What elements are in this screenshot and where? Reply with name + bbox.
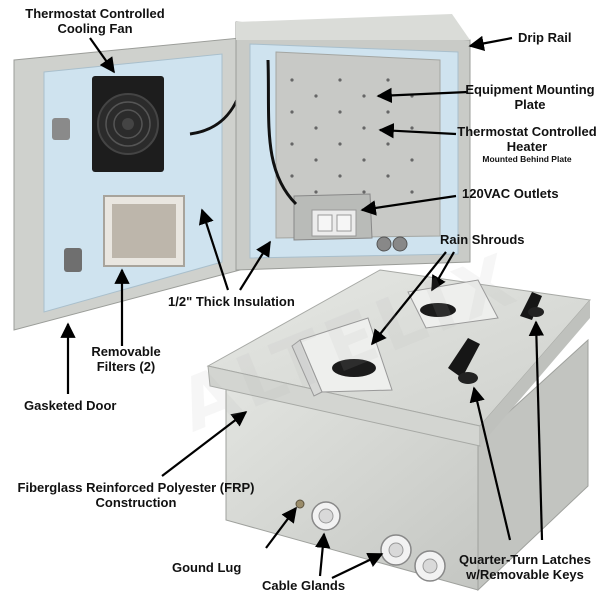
label-heater-note: Mounted Behind Plate (482, 154, 572, 164)
plate-hole (410, 190, 414, 194)
label-cable-glands: Cable Glands (262, 578, 346, 593)
label-gasketed-door: Gasketed Door (24, 398, 117, 413)
open-enclosure (13, 14, 471, 331)
arrow-latch-1 (469, 386, 512, 541)
enclosure-top (236, 14, 470, 40)
arrow-frp (161, 411, 248, 477)
plate-hole (314, 94, 318, 98)
arrow-drip-rail (468, 35, 513, 51)
gland-inside-1 (376, 236, 392, 252)
label-frp: Fiberglass Reinforced Polyester (FRP) Co… (17, 480, 255, 510)
plate-hole (410, 158, 414, 162)
latch-front (448, 338, 480, 384)
rain-shroud-front (291, 317, 393, 397)
label-cooling-fan: Thermostat Controlled Cooling Fan (25, 6, 165, 36)
plate-hole (386, 142, 390, 146)
arrow-latch-2 (528, 320, 545, 541)
plate-hole (362, 158, 366, 162)
plate-hole (410, 126, 414, 130)
ground-lug (295, 499, 305, 509)
gland-inside-2 (392, 236, 408, 252)
plate-hole (386, 78, 390, 82)
arrow-outlets (360, 194, 457, 216)
plate-hole (314, 158, 318, 162)
arrow-rain-shroud-1 (431, 251, 455, 292)
arrow-ground-lug (265, 506, 297, 549)
arrow-mounting-plate (376, 87, 469, 104)
plate-hole (362, 190, 366, 194)
closed-enclosure (206, 269, 591, 592)
arrow-fan (89, 37, 115, 74)
label-filters: Removable Filters (2) (91, 344, 161, 374)
plate-hole (338, 110, 342, 114)
arrow-gland-2 (331, 553, 384, 579)
label-rain-shrouds: Rain Shrouds (440, 232, 525, 247)
plate-hole (314, 190, 318, 194)
cooling-fan (92, 76, 164, 172)
filter-grille (103, 195, 185, 267)
plate-hole (338, 142, 342, 146)
latch-back (520, 292, 544, 320)
plate-hole (338, 174, 342, 178)
plate-hole (290, 142, 294, 146)
label-outlets: 120VAC Outlets (462, 186, 559, 201)
label-latches: Quarter-Turn Latches w/Removable Keys (459, 552, 591, 582)
arrow-insulation-2 (239, 240, 271, 291)
right-face (477, 338, 589, 592)
outlet-box (293, 193, 373, 241)
callout-arrows (60, 35, 545, 579)
plate-hole (290, 174, 294, 178)
interior-cable (266, 59, 298, 206)
door-latch-bottom (64, 248, 82, 272)
plate-hole (314, 126, 318, 130)
label-insulation: 1/2" Thick Insulation (168, 294, 295, 309)
arrow-insulation-1 (198, 208, 230, 291)
label-drip-rail: Drip Rail (518, 30, 572, 45)
plate-hole (338, 78, 342, 82)
arrow-gland-1 (315, 532, 331, 577)
lid-right-edge (480, 300, 590, 446)
label-mounting-plate: Equipment Mounting Plate (465, 82, 595, 112)
arrow-heater (378, 123, 457, 139)
plate-hole (362, 126, 366, 130)
plate-hole (290, 78, 294, 82)
label-heater: Thermostat Controlled Heater Mounted Beh… (454, 124, 600, 164)
plate-hole (290, 110, 294, 114)
cable-glands (311, 501, 446, 582)
plate-hole (386, 110, 390, 114)
rain-shroud-back (407, 279, 499, 329)
arrow-rain-shroud-2 (371, 251, 447, 346)
door-latch-top (52, 118, 70, 140)
plate-hole (362, 94, 366, 98)
label-ground-lug: Gound Lug (172, 560, 242, 575)
label-heater-title: Thermostat Controlled Heater (457, 124, 597, 154)
plate-hole (386, 174, 390, 178)
